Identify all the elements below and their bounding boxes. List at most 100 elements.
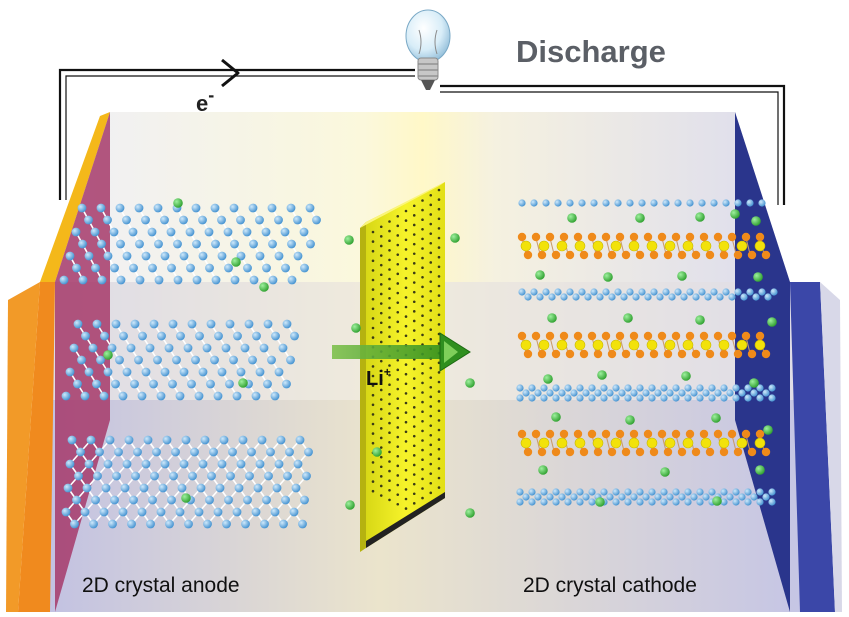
separator-pore <box>421 391 424 394</box>
carbon-atom <box>202 343 212 353</box>
carbon-atom <box>756 498 764 506</box>
metal-atom <box>700 437 712 449</box>
separator-pore <box>404 315 408 318</box>
carbon-atom <box>120 483 130 493</box>
carbon-atom <box>758 199 766 207</box>
separator-pore <box>379 273 383 277</box>
separator-pore <box>396 483 400 487</box>
carbon-atom <box>690 389 698 397</box>
carbon-atom <box>198 215 207 225</box>
carbon-atom <box>118 507 128 517</box>
carbon-atom <box>213 507 223 517</box>
carbon-atom <box>542 199 550 207</box>
separator-pore <box>437 294 441 297</box>
metal-atom <box>718 437 730 449</box>
ligand-atom <box>559 429 569 439</box>
ligand-atom <box>671 331 681 341</box>
carbon-atom <box>744 384 752 392</box>
carbon-atom <box>281 263 290 273</box>
metal-atom <box>628 437 640 449</box>
carbon-atom <box>686 288 694 296</box>
carbon-atom <box>660 394 668 402</box>
separator-pore <box>437 255 441 259</box>
carbon-atom <box>710 199 718 207</box>
wire-right-inner <box>440 91 779 205</box>
carbon-atom <box>243 495 252 505</box>
separator-pore <box>421 237 424 241</box>
carbon-atom <box>656 293 664 301</box>
carbon-atom <box>205 263 214 273</box>
carbon-atom <box>636 498 644 506</box>
separator-pore <box>371 374 375 378</box>
carbon-atom <box>684 498 692 506</box>
carbon-atom <box>92 379 101 389</box>
carbon-atom <box>73 319 83 329</box>
separator-pore <box>429 414 433 418</box>
carbon-atom <box>698 199 706 207</box>
separator-pore <box>388 258 391 262</box>
carbon-atom <box>274 367 284 377</box>
carbon-atom <box>528 394 536 402</box>
separator-pore <box>388 316 391 319</box>
separator-pore <box>396 224 400 228</box>
carbon-atom <box>290 331 299 341</box>
carbon-atom <box>135 275 145 285</box>
ligand-atom <box>657 429 667 439</box>
carbon-atom <box>59 275 69 285</box>
separator-pore <box>371 230 375 234</box>
metal-atom <box>682 240 694 252</box>
separator-pore <box>429 232 433 235</box>
carbon-atom <box>728 293 736 301</box>
carbon-atom <box>632 293 640 301</box>
ligand-atom <box>741 429 751 439</box>
carbon-atom <box>187 379 196 389</box>
carbon-atom <box>734 199 742 207</box>
separator-pore <box>404 440 408 443</box>
carbon-atom <box>108 519 117 529</box>
separator-pore <box>429 443 433 447</box>
carbon-atom <box>293 251 303 261</box>
carbon-atom <box>236 367 246 377</box>
separator-pore <box>371 259 375 263</box>
carbon-atom <box>210 355 219 365</box>
ligand-atom <box>593 250 603 260</box>
separator-pore <box>421 256 424 260</box>
separator-pore <box>396 406 400 410</box>
carbon-atom <box>286 203 296 213</box>
carbon-atom <box>305 203 315 213</box>
separator-pore <box>388 393 391 396</box>
metal-atom <box>646 240 658 252</box>
carbon-atom <box>732 498 740 506</box>
ligand-atom <box>531 429 541 439</box>
separator-pore <box>404 449 408 453</box>
carbon-atom <box>578 199 586 207</box>
carbon-atom <box>672 488 680 496</box>
separator-pore <box>379 302 383 305</box>
carbon-atom <box>84 459 94 469</box>
carbon-atom <box>255 459 265 469</box>
carbon-atom <box>626 199 634 207</box>
separator-pore <box>429 318 433 322</box>
carbon-atom <box>624 498 632 506</box>
separator-pore <box>412 473 416 476</box>
carbon-atom <box>138 331 147 341</box>
carbon-atom <box>198 251 208 261</box>
carbon-atom <box>80 391 90 401</box>
carbon-atom <box>69 343 79 353</box>
lithium-ion <box>660 467 670 477</box>
ligand-atom <box>713 331 723 341</box>
lithium-ion <box>681 371 691 381</box>
carbon-atom <box>141 215 150 225</box>
separator-pore <box>396 301 400 304</box>
ligand-atom <box>579 250 589 260</box>
carbon-atom <box>65 367 75 377</box>
carbon-atom <box>540 488 548 496</box>
lithium-ion <box>595 497 605 507</box>
carbon-atom <box>516 384 524 392</box>
carbon-atom <box>566 288 574 296</box>
separator-pore <box>429 193 433 197</box>
separator-pore <box>429 462 433 466</box>
carbon-atom <box>81 331 90 341</box>
carbon-atom <box>293 215 302 225</box>
carbon-atom <box>648 384 656 392</box>
